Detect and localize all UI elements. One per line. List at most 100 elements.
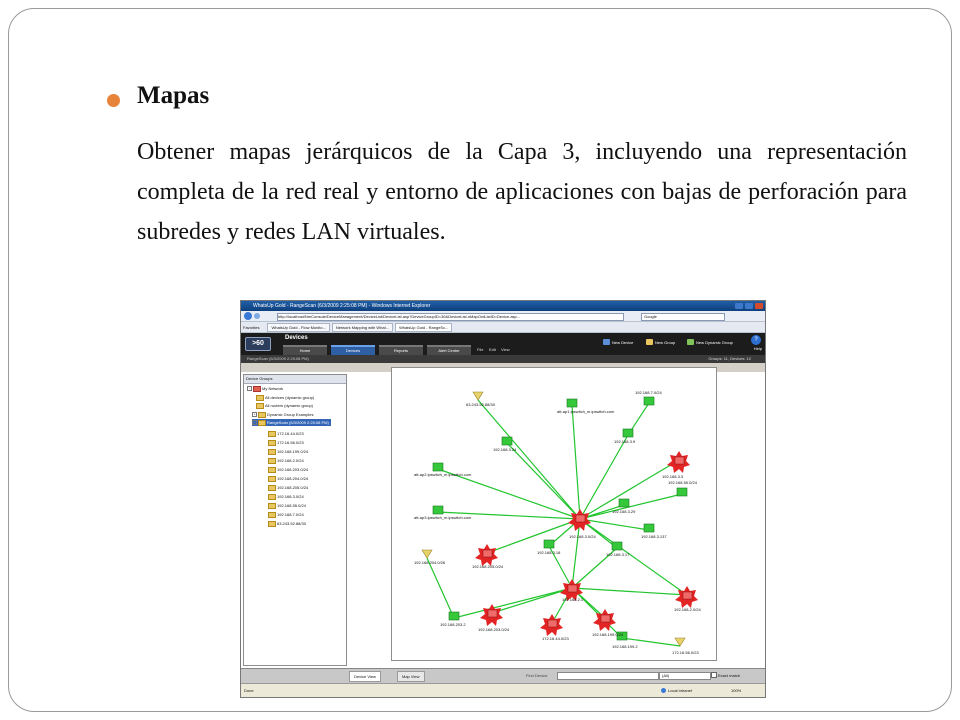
folder-icon: [268, 439, 276, 446]
new-group-button[interactable]: New Group: [646, 339, 675, 345]
tree-label: 192.168.55.0/24: [277, 503, 306, 508]
folder-icon: [268, 448, 276, 455]
tree-item[interactable]: 192.168.3.0/24: [268, 493, 304, 500]
breadcrumb-bar: RangeScan (6/3/2009 2:25:08 PM) Groups: …: [241, 355, 765, 363]
search-input[interactable]: Google: [641, 313, 725, 321]
exact-match-option[interactable]: Exact match: [711, 672, 740, 678]
forward-icon[interactable]: [254, 313, 260, 319]
app-logo[interactable]: >60: [245, 337, 271, 351]
tree-label: 192.168.2.0/24: [277, 458, 304, 463]
subnet-nodes[interactable]: [421, 391, 686, 647]
tree-label: All devices (dynamic group): [265, 395, 315, 400]
close-button[interactable]: [755, 303, 763, 309]
find-device-label: Find Device:: [526, 673, 549, 678]
nav-tab-alert-center[interactable]: Alert Center: [427, 345, 471, 355]
browser-tab-active[interactable]: WhatsUp Gold - RangeSc...: [395, 322, 453, 332]
map-label: 192.168.3.29: [612, 509, 636, 514]
status-text: Done: [244, 688, 254, 693]
tree-item[interactable]: 63.243.52.88/30: [268, 520, 306, 527]
tree-item[interactable]: 192.168.203.0/24: [268, 466, 308, 473]
tree-label: Dynamic Group Examples: [267, 412, 314, 417]
collapse-icon[interactable]: -: [252, 420, 257, 425]
favorites-label[interactable]: Favorites: [243, 324, 260, 330]
map-label: 192.168.7.0/24: [635, 390, 662, 395]
folder-icon: [256, 394, 264, 401]
map-label: 192.168.55.0/24: [668, 480, 698, 485]
map-host-label: att-ap3.ipswitch_m.ipswitch.com: [414, 515, 472, 520]
help-icon[interactable]: ?: [751, 335, 761, 345]
bullet-dot: [107, 94, 120, 107]
maximize-button[interactable]: [745, 303, 753, 309]
exact-match-checkbox[interactable]: [711, 672, 717, 678]
map-links: [426, 399, 688, 647]
tree-item[interactable]: 192.168.7.0/24: [268, 511, 304, 518]
network-map-canvas[interactable]: 63.243.52.88/30 192.168.7.0/24 192.168.3…: [392, 368, 716, 660]
map-label: 192.168.3.24: [493, 447, 517, 452]
tree-item[interactable]: 192.168.204.0/24: [268, 475, 308, 482]
help-label[interactable]: Help: [753, 346, 762, 351]
folder-icon: [268, 502, 276, 509]
menu-file[interactable]: File: [477, 347, 484, 352]
address-bar-row: http://localhost/NmConsole/DeviceManagem…: [241, 311, 765, 322]
tree-label: RangeScan (6/3/2009 2:25:08 PM): [267, 420, 329, 425]
tree-item[interactable]: 192.168.199.0/24: [268, 448, 308, 455]
browser-title: WhatsUp Gold - RangeScan (6/3/2009 2:25:…: [253, 303, 431, 309]
find-device-input[interactable]: [557, 672, 659, 680]
address-input[interactable]: http://localhost/NmConsole/DeviceManagem…: [277, 313, 624, 321]
browser-tab[interactable]: Network Mapping with What...: [331, 322, 394, 332]
tree-item[interactable]: All devices (dynamic group): [256, 394, 314, 401]
tree-label: 192.168.203.0/24: [277, 467, 309, 472]
back-icon[interactable]: [244, 312, 252, 320]
folder-icon: [268, 511, 276, 518]
tree-item[interactable]: 172.16.44.0/23: [268, 430, 304, 437]
embedded-screenshot: WhatsUp Gold - RangeScan (6/3/2009 2:25:…: [240, 300, 766, 698]
router-nodes[interactable]: [475, 451, 698, 636]
tree-item-selected[interactable]: - RangeScan (6/3/2009 2:25:08 PM): [252, 419, 331, 426]
folder-icon: [268, 520, 276, 527]
tree-item[interactable]: All routers (dynamic group): [256, 402, 313, 409]
tree-label: 192.168.199.0/24: [277, 449, 309, 454]
nav-tab-reports[interactable]: Reports: [379, 345, 423, 355]
new-dynamic-group-label: New Dynamic Group: [696, 339, 733, 345]
tree-item[interactable]: 192.168.205.0/24: [268, 484, 308, 491]
folder-icon: [268, 484, 276, 491]
nav-tab-devices[interactable]: Devices: [331, 345, 375, 355]
new-device-button[interactable]: New Device: [603, 339, 633, 345]
tree-label: 63.243.52.88/30: [277, 521, 306, 526]
minimize-button[interactable]: [735, 303, 743, 309]
collapse-icon[interactable]: -: [247, 386, 252, 391]
tree-label: 192.168.3.0/24: [277, 494, 304, 499]
menu-edit[interactable]: Edit: [489, 347, 496, 352]
tree-item[interactable]: - My Network: [247, 385, 283, 392]
map-view-tab[interactable]: Map View: [397, 671, 425, 682]
menu-view[interactable]: View: [501, 347, 510, 352]
expand-icon[interactable]: +: [252, 412, 257, 417]
tree-item[interactable]: 172.16.56.0/23: [268, 439, 304, 446]
tree-item[interactable]: + Dynamic Group Examples: [252, 411, 313, 418]
slide-body-text: Obtener mapas jerárquicos de la Capa 3, …: [137, 139, 907, 245]
tree-label: My Network: [262, 386, 284, 391]
map-host-label: att-ap1.ipswitch_m.ipswitch.com: [557, 409, 615, 414]
device-groups-header: Device Groups: [244, 375, 346, 384]
tree-label: 192.168.204.0/24: [277, 476, 309, 481]
network-map[interactable]: 63.243.52.88/30 192.168.7.0/24 192.168.3…: [391, 367, 717, 661]
device-nodes[interactable]: [432, 396, 688, 641]
map-label: 192.168.3.3: [662, 474, 684, 479]
folder-icon: [258, 411, 266, 418]
browser-tab[interactable]: WhatsUp Gold - Flow Monito...: [267, 322, 330, 332]
new-dynamic-group-button[interactable]: New Dynamic Group: [687, 339, 733, 345]
nav-tab-home[interactable]: Home: [283, 345, 327, 355]
tree-item[interactable]: 192.168.55.0/24: [268, 502, 306, 509]
exact-match-label: Exact match: [718, 672, 741, 678]
tree-item[interactable]: 192.168.2.0/24: [268, 457, 304, 464]
map-label: 192.168.205.0/24: [472, 564, 504, 569]
map-label: 192.168.3.9: [614, 439, 636, 444]
tree-label: 192.168.205.0/24: [277, 485, 309, 490]
map-label: 192.168.3.17: [606, 552, 630, 557]
breadcrumb: RangeScan (6/3/2009 2:25:08 PM): [247, 356, 309, 361]
find-device-select[interactable]: (All): [659, 672, 711, 680]
device-view-tab[interactable]: Device View: [349, 671, 381, 682]
tree-label: All routers (dynamic group): [265, 403, 314, 408]
zoom-level[interactable]: 100%: [731, 688, 742, 693]
tree-label: 192.168.7.0/24: [277, 512, 304, 517]
